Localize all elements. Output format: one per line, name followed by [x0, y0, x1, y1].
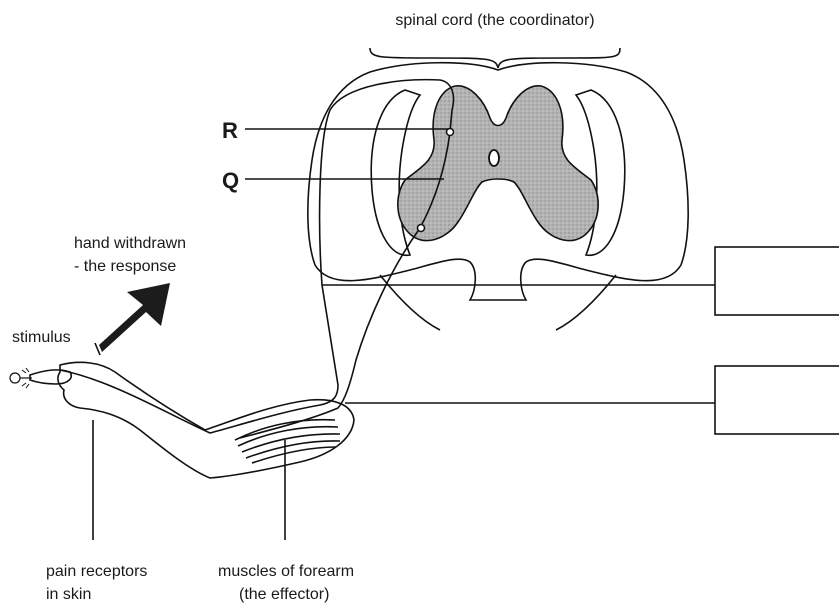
label-spinal-cord: spinal cord (the coordinator) [395, 12, 594, 29]
answer-box-1[interactable] [715, 247, 839, 315]
label-hand-withdrawn-2: - the response [74, 258, 176, 275]
label-R: R [222, 118, 238, 143]
spinal-cord-outline [308, 63, 688, 300]
label-Q: Q [222, 168, 239, 193]
central-canal [489, 150, 499, 166]
synapse-Q [418, 225, 425, 232]
label-pain-receptors-1: pain receptors [46, 563, 147, 580]
label-muscles-1: muscles of forearm [218, 563, 354, 580]
spinal-cord-section [308, 63, 688, 330]
pin-icon [10, 368, 32, 388]
answer-box-2[interactable] [715, 366, 839, 434]
spinal-cord-lower-lobes [380, 275, 616, 330]
response-arrow-icon [99, 283, 170, 352]
forearm-muscle [235, 420, 340, 463]
label-muscles-2: (the effector) [239, 586, 329, 603]
label-hand-withdrawn-1: hand withdrawn [74, 235, 186, 252]
label-pain-receptors-2: in skin [46, 586, 91, 603]
finger-outline [30, 370, 71, 384]
sensory-neurone [60, 80, 454, 433]
label-stimulus: stimulus [12, 329, 71, 346]
